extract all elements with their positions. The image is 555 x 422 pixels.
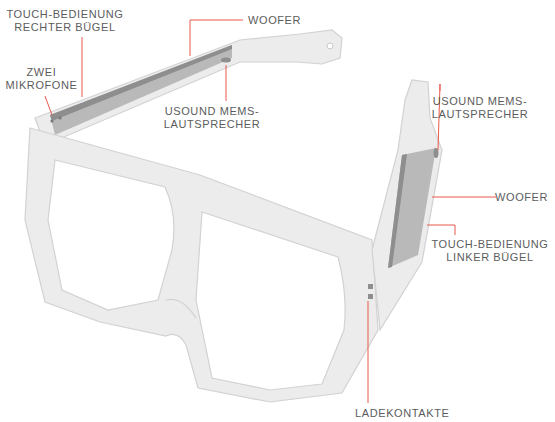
part-label: USOUND MEMS- LAUTSPRECHER	[163, 105, 262, 131]
leader-lines	[45, 20, 496, 403]
right-temple	[35, 30, 342, 145]
mems-speaker	[221, 58, 231, 63]
temple-panel	[388, 148, 436, 268]
leader-line	[432, 197, 496, 198]
leader-line	[427, 225, 455, 235]
part-label: LADEKONTAKTE	[355, 407, 452, 420]
part-label: USOUND MEMS- LAUTSPRECHER	[431, 95, 530, 121]
temple-outline	[35, 30, 342, 145]
leader-line	[82, 37, 83, 97]
woofer-strip	[388, 154, 407, 268]
leader-line	[368, 301, 369, 403]
right-lens	[196, 212, 345, 390]
frame-outline	[25, 128, 378, 402]
left-lens	[48, 160, 174, 310]
temple-outline	[372, 80, 442, 330]
leader-line	[190, 20, 243, 56]
part-label: WOOFER	[495, 191, 551, 204]
frame-front	[25, 128, 378, 402]
microphone	[58, 116, 61, 119]
part-label: TOUCH-BEDIENUNG RECHTER BÜGEL	[6, 8, 125, 34]
microphone	[50, 119, 53, 122]
part-label: TOUCH-BEDIENUNG LINKER BÜGEL	[431, 238, 550, 264]
charging-contact	[368, 294, 373, 299]
part-label: ZWEI MIKROFONE	[4, 66, 79, 92]
nose-bridge	[166, 299, 196, 318]
charging-contact	[368, 284, 373, 289]
part-label: WOOFER	[248, 14, 304, 27]
left-temple	[368, 80, 442, 330]
leader-line	[226, 65, 227, 101]
leader-line	[45, 96, 52, 115]
temple-hole	[327, 43, 333, 49]
